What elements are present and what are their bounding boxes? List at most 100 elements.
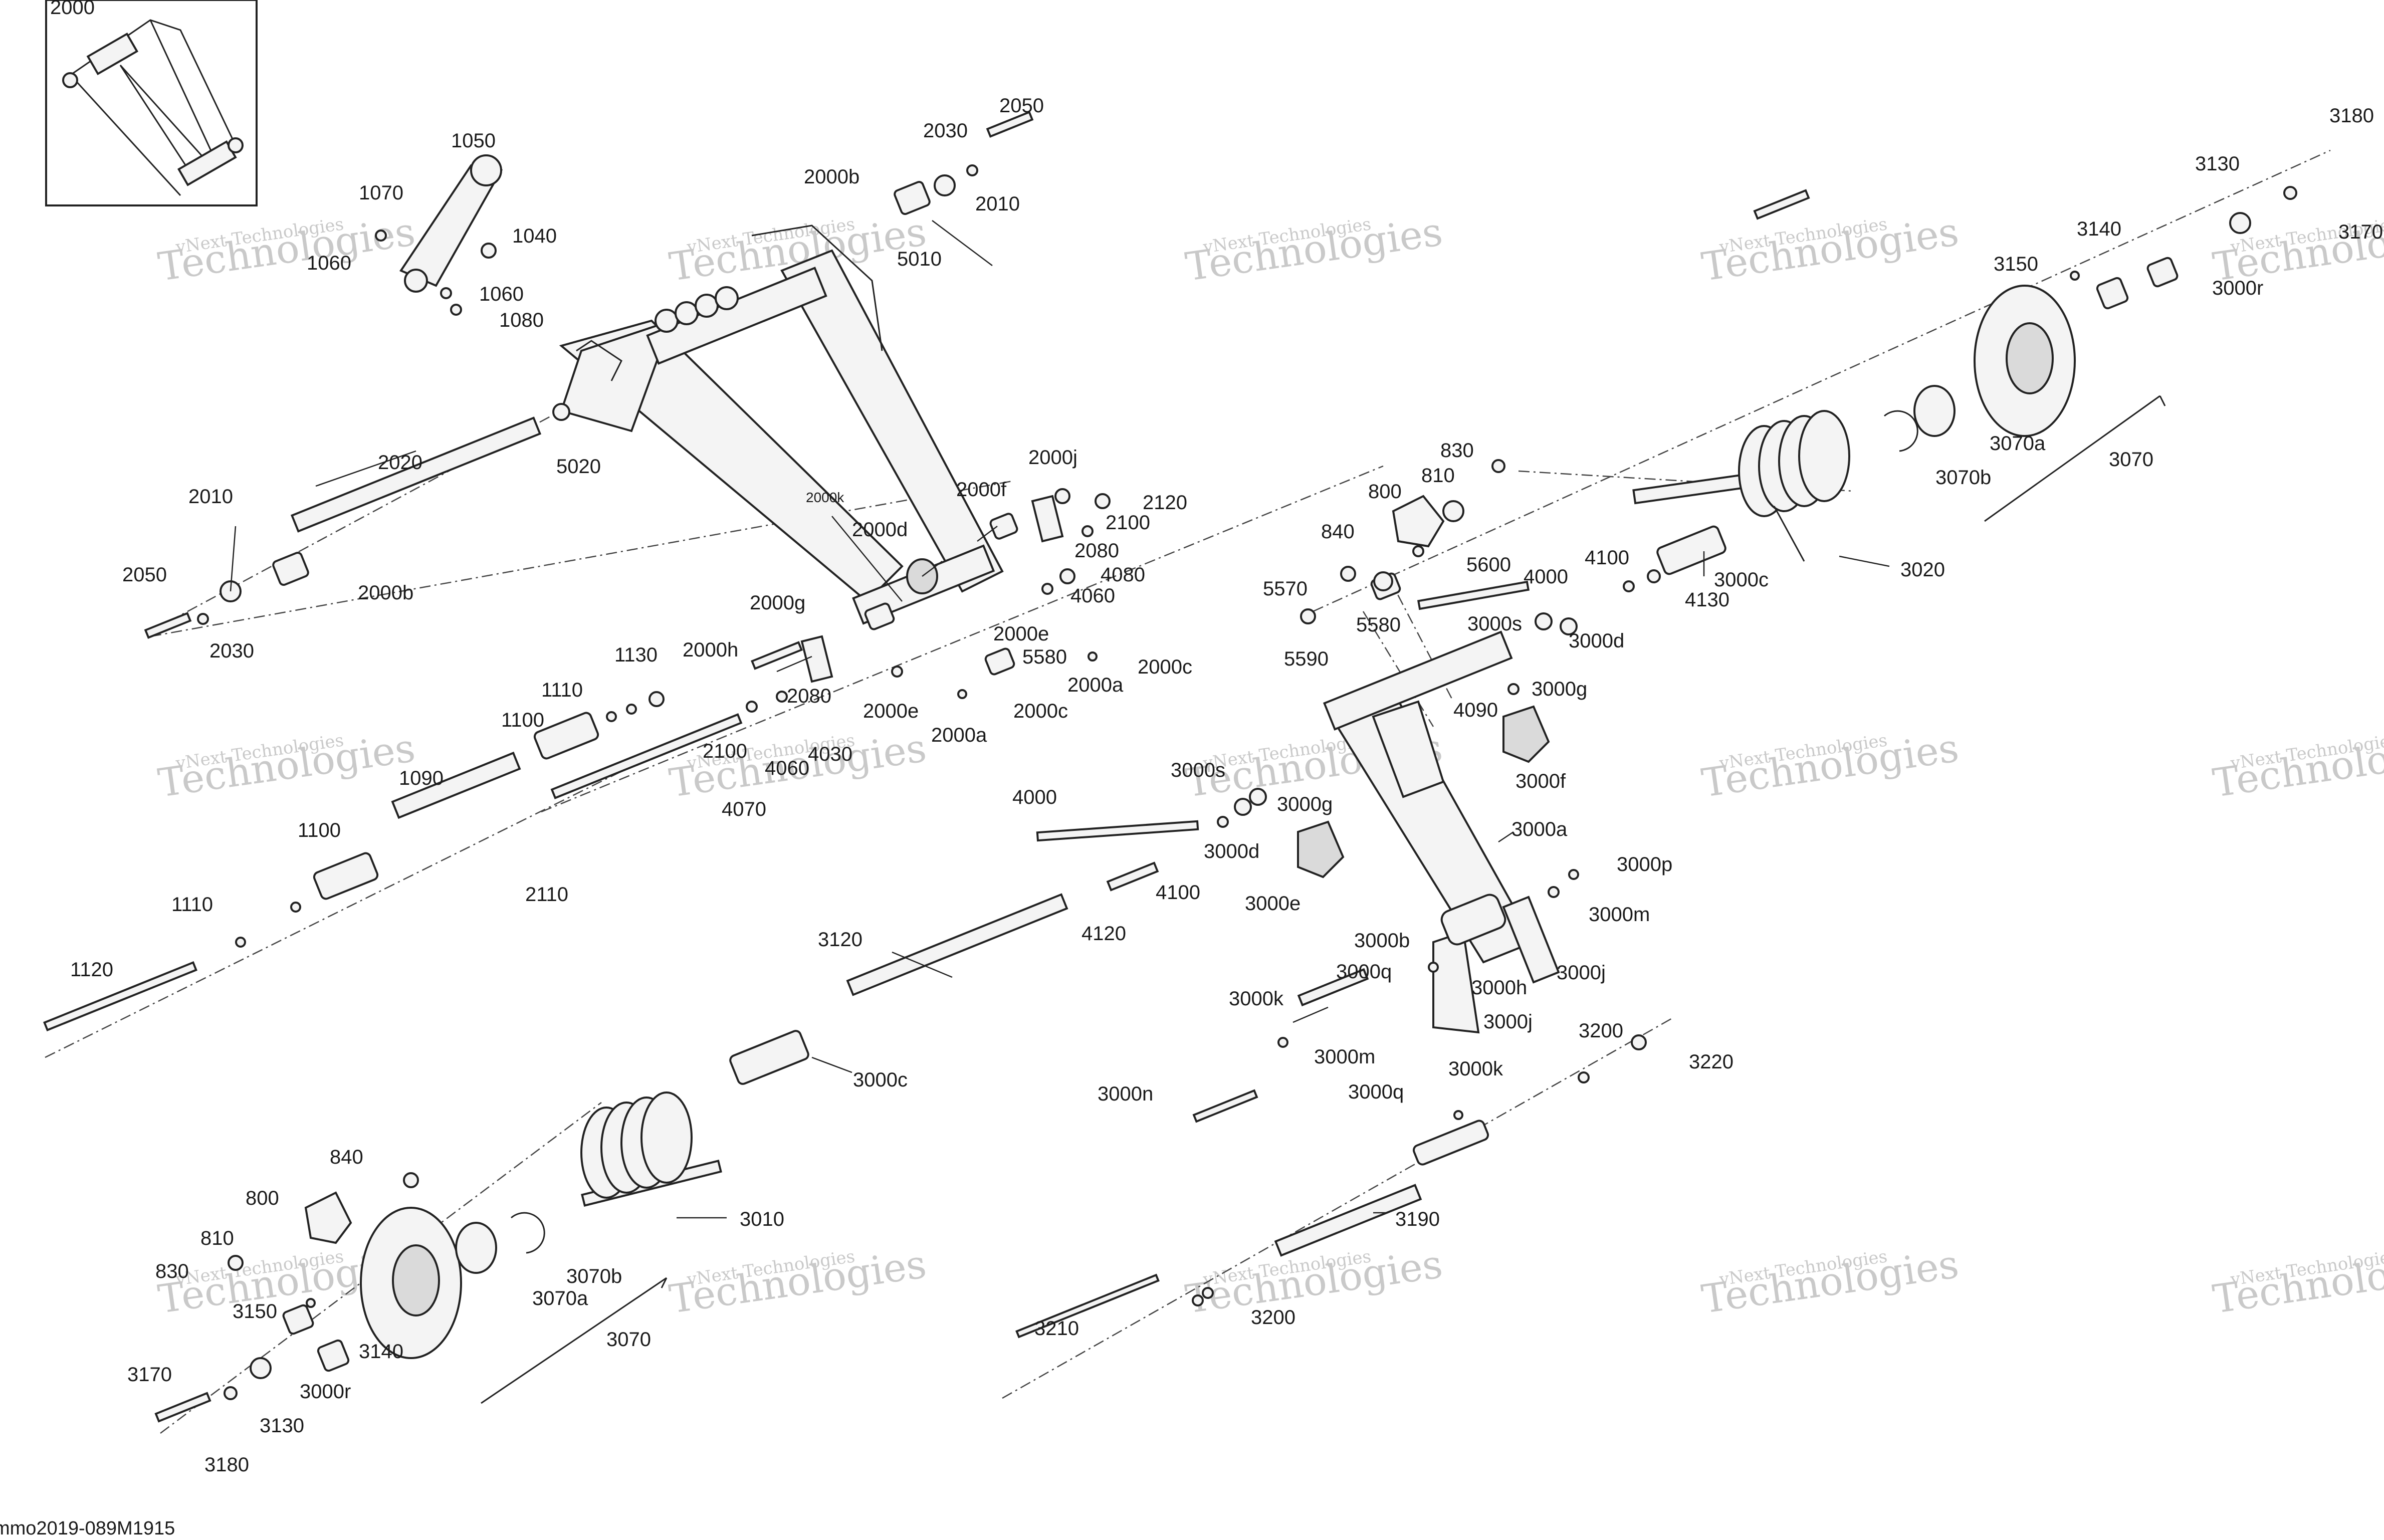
callout-3120: 3120 — [818, 929, 862, 951]
callout-5570: 5570 — [1263, 578, 1308, 600]
callout-830: 830 — [155, 1260, 189, 1282]
callout-3070a: 3070a — [532, 1287, 588, 1309]
inset-frame — [45, 0, 258, 206]
bushing-2000b-top — [894, 180, 931, 215]
callout-5010: 5010 — [897, 248, 942, 270]
inset-arm-outline — [70, 19, 237, 167]
callout-2000f: 2000f — [956, 479, 1007, 501]
circlip-3070b-top — [1884, 410, 1918, 452]
callout-2100: 2100 — [703, 740, 747, 762]
bushing-2000f — [989, 513, 1018, 540]
callout-5580: 5580 — [1356, 614, 1401, 636]
bolt-3210 — [1015, 1273, 1160, 1339]
block-800-top — [1392, 495, 1445, 548]
bolt-2000h — [751, 641, 803, 670]
callout-3000d: 3000d — [1569, 630, 1624, 652]
callout-810: 810 — [200, 1227, 234, 1249]
callout-2000e: 2000e — [993, 623, 1049, 645]
callout-1060: 1060 — [479, 283, 524, 305]
callout-3000c: 3000c — [1714, 569, 1769, 591]
callout-2050: 2050 — [122, 564, 167, 586]
callout-1080: 1080 — [499, 309, 544, 331]
callout-3000r: 3000r — [2212, 277, 2263, 299]
callout-2010: 2010 — [188, 486, 233, 508]
callout-1090: 1090 — [399, 767, 444, 789]
bushing-3000r-top — [2146, 257, 2179, 288]
callout-3000f: 3000f — [1515, 770, 1566, 792]
callout-3000s: 3000s — [1171, 759, 1225, 781]
pin-4120 — [1106, 861, 1159, 892]
link-1050 — [399, 154, 503, 293]
washer-1130 — [648, 691, 665, 707]
bushing-3000r-bottom — [282, 1304, 314, 1335]
callout-2000h: 2000h — [683, 639, 738, 661]
callout-2000g: 2000g — [750, 592, 805, 614]
bolt-3180-bottom — [154, 1392, 211, 1423]
sleeve-3000c-upper — [1656, 525, 1726, 575]
callout-2000e: 2000e — [863, 700, 919, 722]
callout-2000b: 2000b — [804, 166, 859, 188]
shaft-1090 — [391, 751, 521, 819]
callout-3180: 3180 — [204, 1454, 249, 1476]
callout-3150: 3150 — [1994, 253, 2038, 275]
callout-2030: 2030 — [923, 120, 968, 142]
bushing-2000b-left — [272, 551, 309, 586]
callout-4060: 4060 — [765, 757, 809, 779]
plate-2000h — [800, 635, 833, 683]
callout-2000d: 2000d — [852, 519, 908, 541]
callout-3130: 3130 — [2195, 153, 2240, 175]
bushing-2000g — [864, 602, 895, 630]
callout-4000: 4000 — [1524, 566, 1568, 588]
callout-2120: 2120 — [1143, 492, 1187, 514]
link-rod-4000-lower — [1036, 820, 1199, 842]
callout-3000j: 3000j — [1483, 1011, 1533, 1033]
callout-1050: 1050 — [451, 130, 496, 152]
callout-5600: 5600 — [1466, 554, 1511, 576]
callout-840: 840 — [1321, 521, 1355, 543]
callout-1110: 1110 — [541, 679, 583, 701]
group-brackets — [481, 395, 2166, 1404]
callout-2000j: 2000j — [1028, 447, 1077, 469]
bushing-5580 — [984, 647, 1015, 676]
callout-2110: 2110 — [525, 884, 568, 906]
callout-3000e: 3000e — [1245, 893, 1301, 915]
callout-4130: 4130 — [1685, 589, 1729, 611]
callout-3000p: 3000p — [1617, 853, 1672, 875]
callout-3000m: 3000m — [1314, 1046, 1375, 1068]
shaft-2020 — [290, 416, 542, 533]
bolt-2050-top — [986, 111, 1034, 138]
callout-840: 840 — [330, 1146, 363, 1168]
callout-3000r: 3000r — [300, 1381, 351, 1403]
link-rod-4000-upper — [1417, 580, 1530, 610]
callout-4100: 4100 — [1156, 882, 1200, 904]
shaft-3190 — [1274, 1184, 1422, 1257]
callout-3070a: 3070a — [1990, 432, 2046, 455]
nut-5020 — [552, 403, 570, 421]
callout-3200: 3200 — [1251, 1306, 1295, 1329]
callout-2080: 2080 — [1074, 540, 1119, 562]
callout-4030: 4030 — [808, 743, 852, 765]
pin-3000n — [1192, 1089, 1258, 1123]
callout-3180: 3180 — [2329, 105, 2374, 127]
sleeve-1100-upper — [533, 712, 599, 760]
callout-2000a: 2000a — [931, 724, 987, 746]
callout-1110: 1110 — [171, 894, 213, 916]
callout-3000c: 3000c — [853, 1069, 908, 1091]
callout-3000j: 3000j — [1557, 962, 1606, 984]
svg-text:2000: 2000 — [50, 0, 95, 19]
callout-3000g: 3000g — [1277, 793, 1333, 815]
callout-3000m: 3000m — [1589, 904, 1650, 926]
washer-2030 — [197, 613, 209, 625]
callout-2010: 2010 — [975, 193, 1020, 215]
bearing-3070a-bottom — [455, 1222, 497, 1274]
circlip-3070b-bottom — [511, 1212, 545, 1254]
callout-4060: 4060 — [1070, 585, 1115, 607]
brackets — [304, 495, 1550, 1244]
callout-4080: 4080 — [1101, 564, 1145, 586]
callout-3000a: 3000a — [1511, 818, 1568, 840]
callout-1100: 1100 — [501, 709, 544, 731]
